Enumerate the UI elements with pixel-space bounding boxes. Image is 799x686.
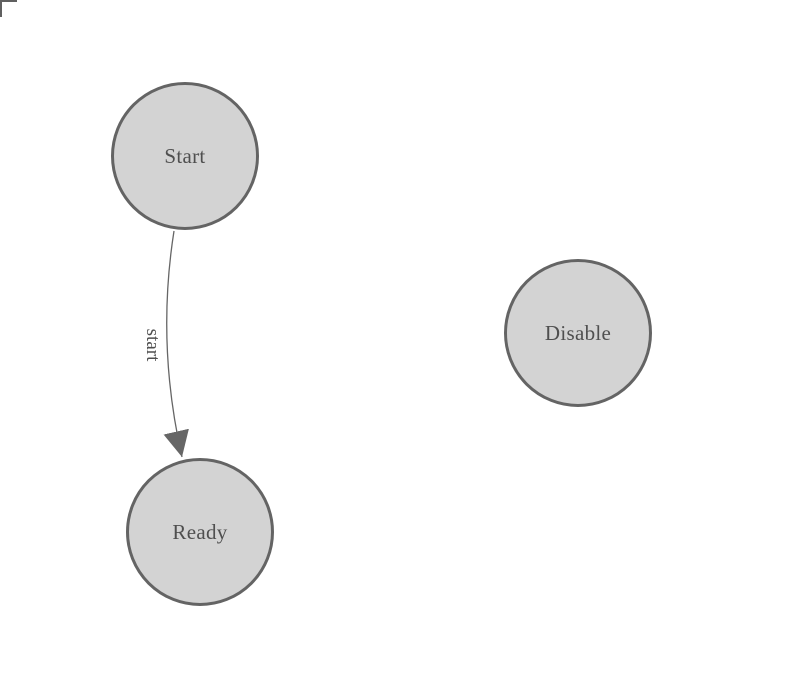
canvas-corner-mark — [0, 0, 17, 17]
node-ready[interactable]: Ready — [126, 458, 274, 606]
node-disable-label: Disable — [544, 320, 612, 345]
node-disable[interactable]: Disable — [504, 259, 652, 407]
node-ready-label: Ready — [172, 519, 228, 544]
node-start-label: Start — [164, 143, 206, 168]
edge-start-ready[interactable] — [163, 230, 189, 458]
node-start[interactable]: Start — [111, 82, 259, 230]
edge-label-start: start — [142, 328, 163, 362]
